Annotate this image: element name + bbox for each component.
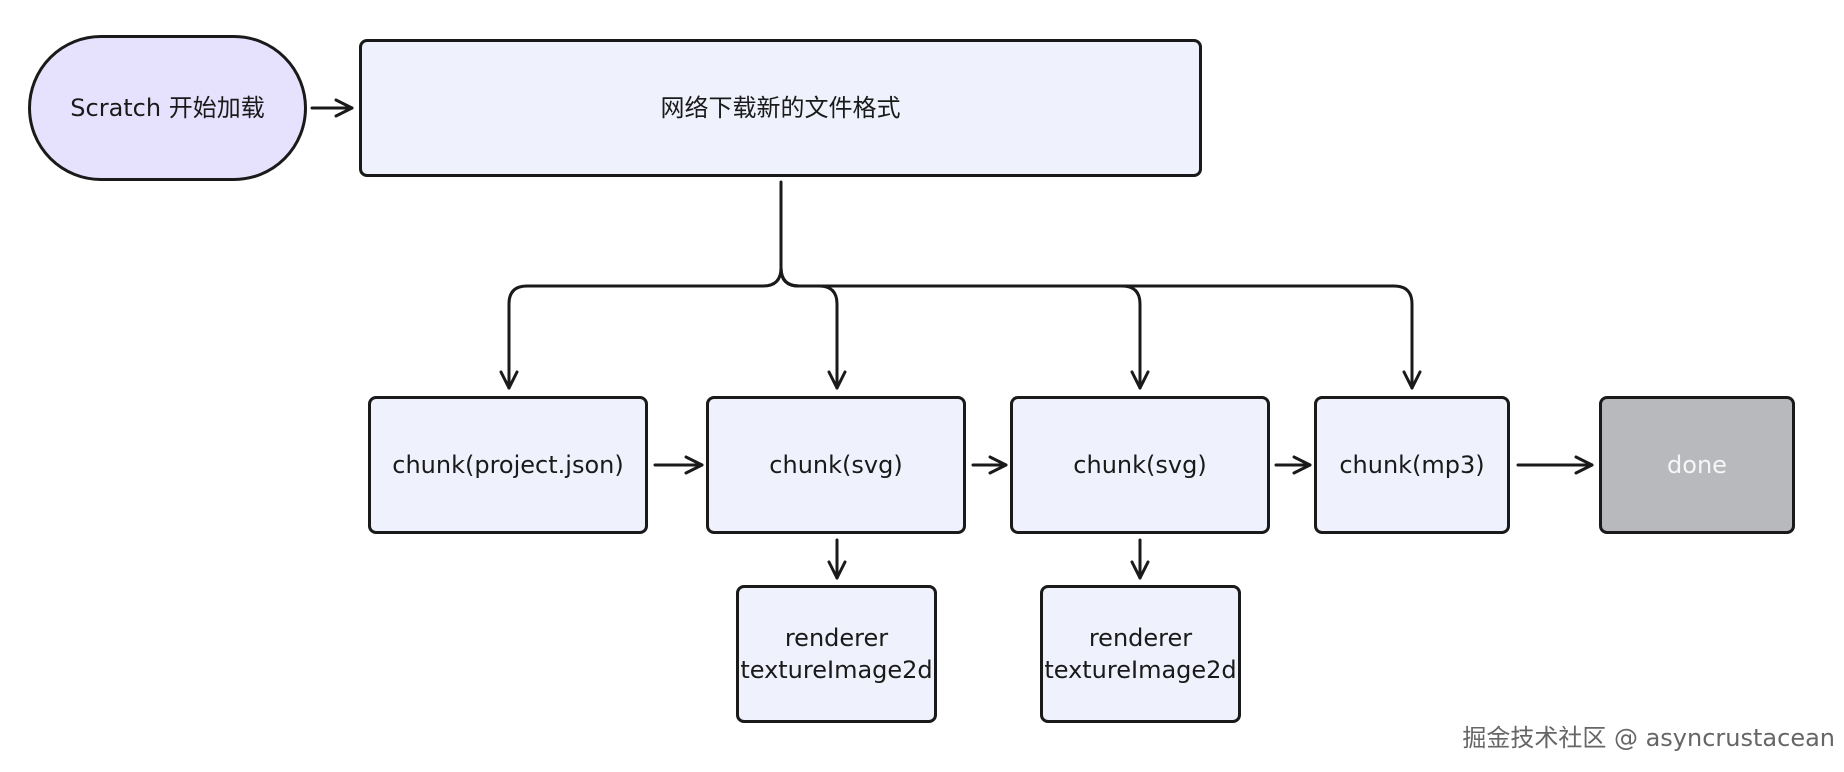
start-node-label: Scratch 开始加载 xyxy=(70,93,265,122)
chunk-mp3-node: chunk(mp3) xyxy=(1314,396,1510,534)
done-label: done xyxy=(1667,450,1727,479)
chunk-mp3-label: chunk(mp3) xyxy=(1339,450,1485,479)
start-node: Scratch 开始加载 xyxy=(28,35,307,181)
renderer-label-2: renderer xyxy=(1088,623,1193,652)
chunk-svg-label-1: chunk(svg) xyxy=(769,450,903,479)
chunk-project-json-node: chunk(project.json) xyxy=(368,396,648,534)
download-node-label: 网络下载新的文件格式 xyxy=(660,93,901,122)
download-node: 网络下载新的文件格式 xyxy=(359,39,1202,177)
done-node: done xyxy=(1599,396,1795,534)
chunk-svg-node-1: chunk(svg) xyxy=(706,396,966,534)
watermark-text: 掘金技术社区 @ asyncrustacean xyxy=(1462,724,1835,752)
texture-label-2: textureImage2d xyxy=(1044,656,1237,684)
connector-to-chunk-mp3 xyxy=(779,266,1422,390)
renderer-node-2: renderer textureImage2d xyxy=(1040,585,1241,723)
texture-label-1: textureImage2d xyxy=(740,656,933,684)
renderer-node-1: renderer textureImage2d xyxy=(736,585,937,723)
chunk-svg-node-2: chunk(svg) xyxy=(1010,396,1270,534)
renderer-label-1: renderer xyxy=(784,623,889,652)
chunk-svg-label-2: chunk(svg) xyxy=(1073,450,1207,479)
connector-download-trunk xyxy=(499,180,783,390)
chunk-project-json-label: chunk(project.json) xyxy=(392,450,624,479)
